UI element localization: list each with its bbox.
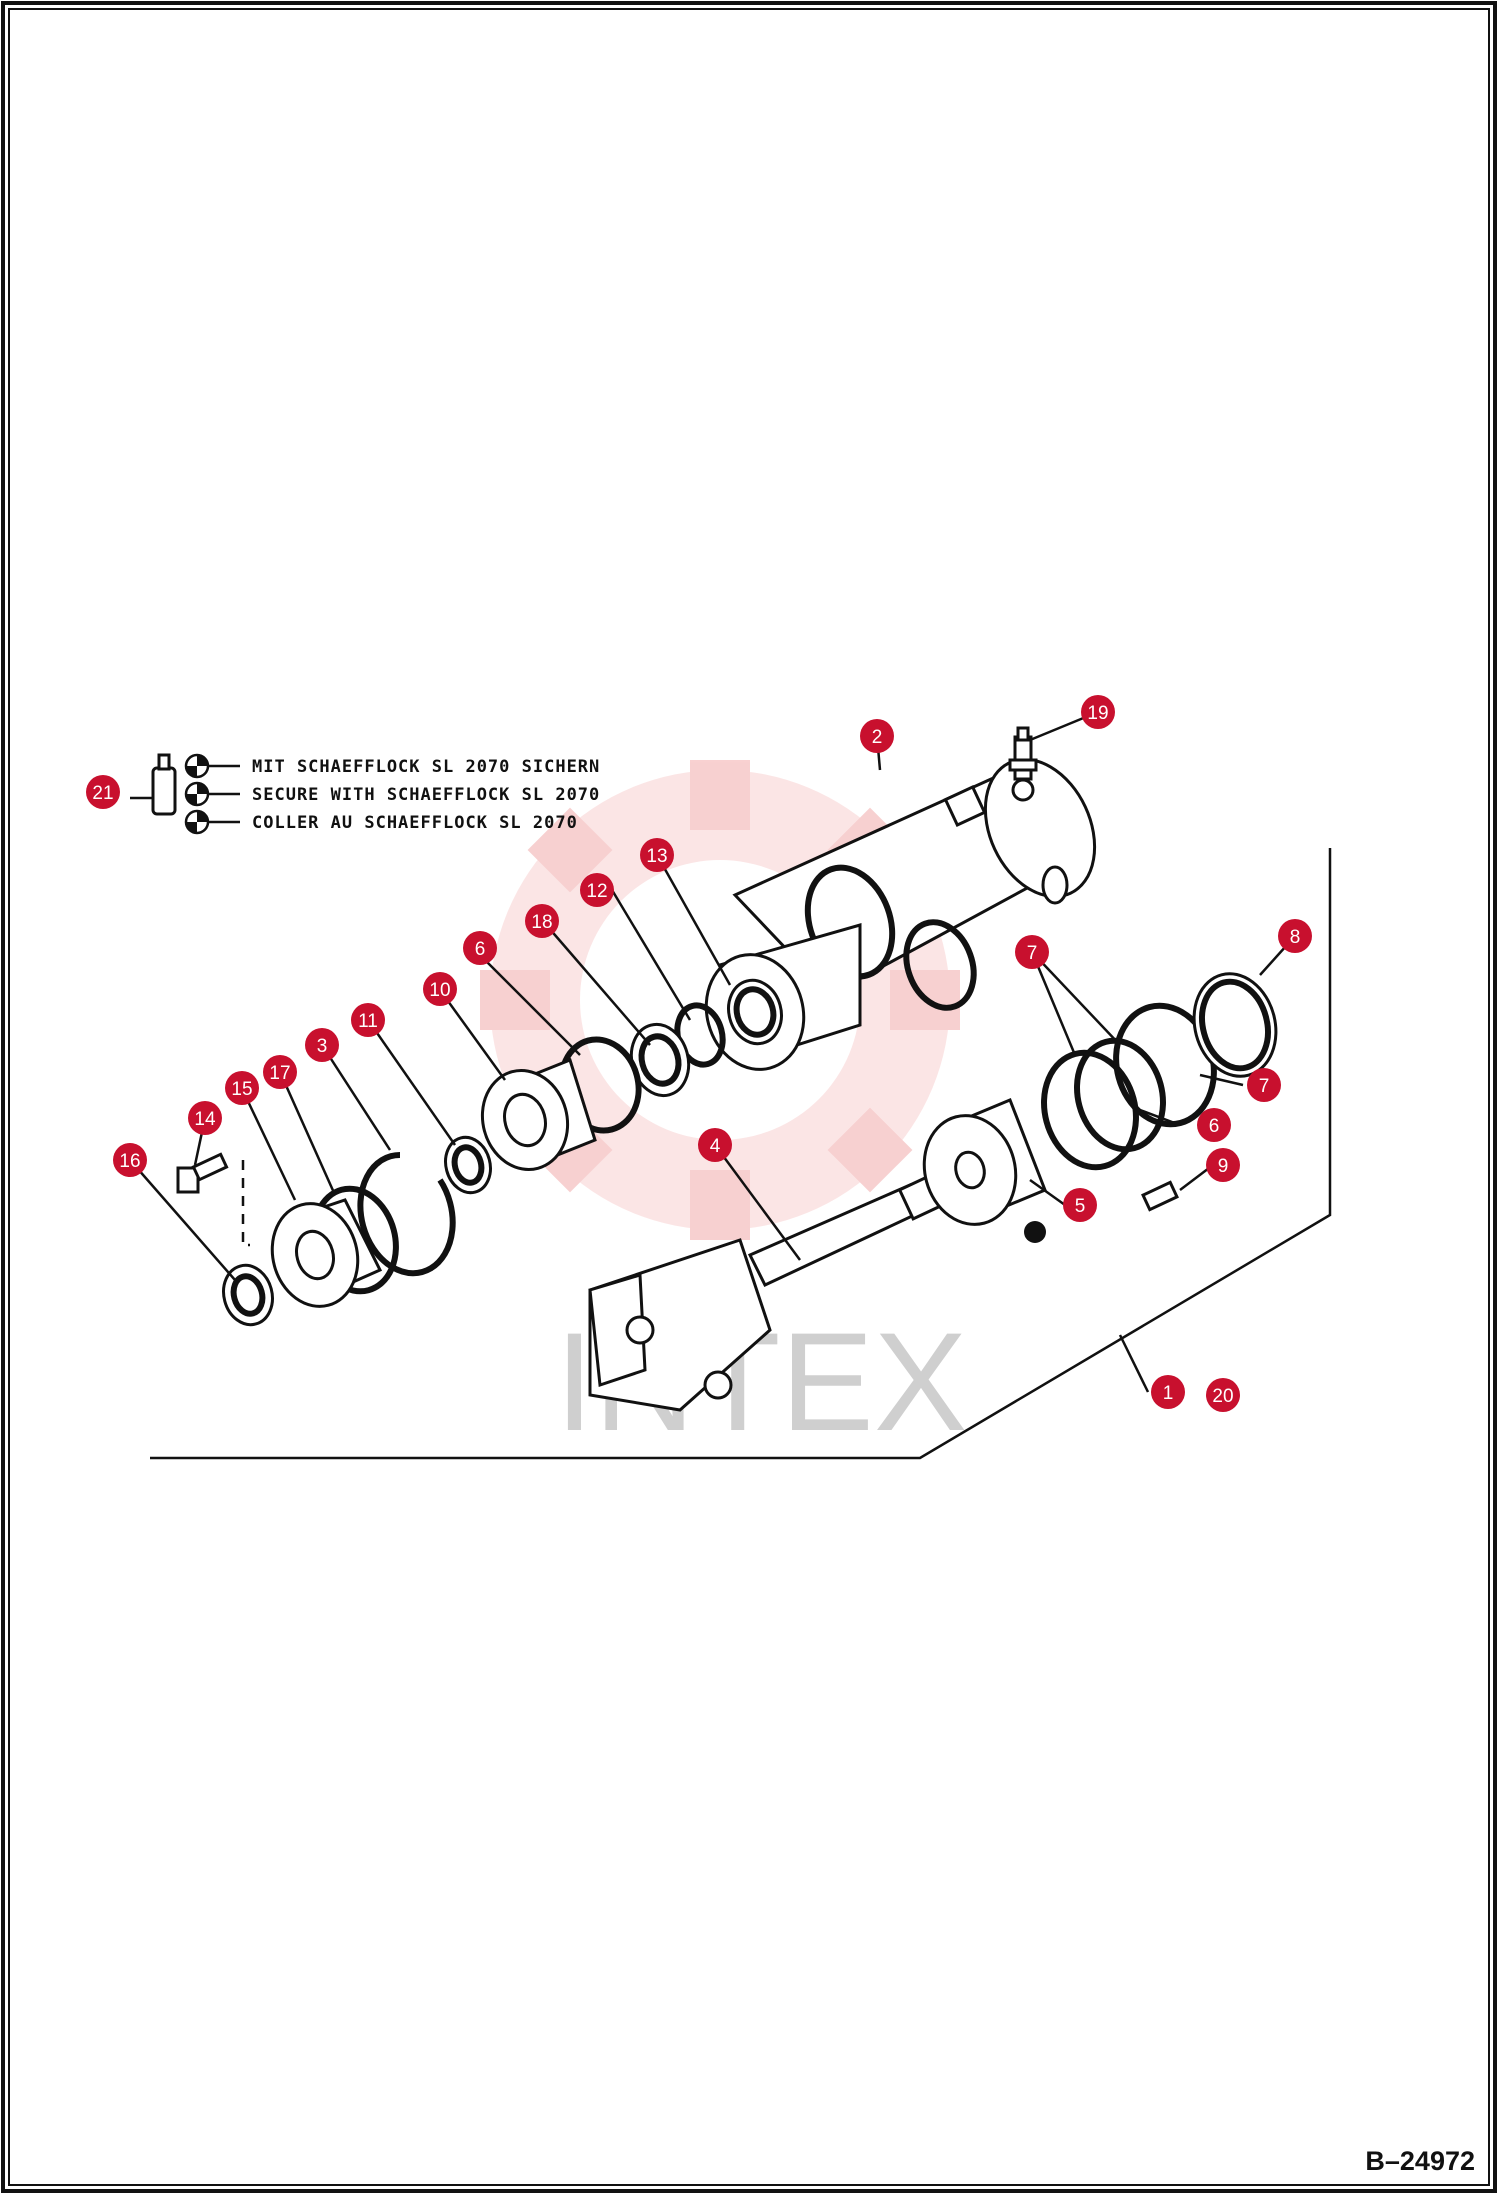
callout-badge — [1206, 1378, 1240, 1412]
callout-label: 2 — [872, 727, 883, 748]
assembly-bracket — [150, 848, 1332, 1460]
legend-text-de: MIT SCHAEFFLOCK SL 2070 SICHERN — [252, 757, 600, 777]
callout-label: 12 — [586, 881, 607, 902]
inner-border — [8, 8, 1490, 2186]
callout-label: 17 — [269, 1063, 290, 1084]
callout-badge — [1081, 695, 1115, 729]
callout-badge — [1151, 1375, 1185, 1409]
callout-c11: 11 — [351, 1003, 385, 1037]
grease-nipple — [1008, 726, 1038, 781]
callout-label: 6 — [1209, 1116, 1220, 1137]
callout-badge — [698, 1128, 732, 1162]
callout-badge — [1247, 1068, 1281, 1102]
callout-c6b: 6 — [1197, 1108, 1231, 1142]
callout-label: 19 — [1087, 703, 1108, 724]
callout-c19: 19 — [1081, 695, 1115, 729]
callout-label: 11 — [358, 1011, 378, 1032]
callout-label: 21 — [92, 783, 113, 804]
callout-c14: 14 — [188, 1101, 222, 1135]
callout-c17: 17 — [263, 1055, 297, 1089]
callout-c7b: 7 — [1247, 1068, 1281, 1102]
callout-label: 15 — [231, 1079, 252, 1100]
callout-badge — [463, 931, 497, 965]
callout-c2: 2 — [860, 719, 894, 753]
callout-badge — [305, 1028, 339, 1062]
callout-c16: 16 — [113, 1143, 147, 1177]
end-cap-15 — [270, 1198, 383, 1308]
callout-badge — [1206, 1148, 1240, 1182]
callout-label: 18 — [531, 912, 552, 933]
callout-c20: 20 — [1206, 1378, 1240, 1412]
callout-badge — [188, 1101, 222, 1135]
callout-label: 9 — [1218, 1156, 1229, 1177]
adhesive-bottle-icon — [151, 766, 177, 816]
callout-badge — [113, 1143, 147, 1177]
callout-badge — [1063, 1188, 1097, 1222]
callout-badge — [525, 904, 559, 938]
bolt-14 — [176, 1152, 229, 1194]
callout-c1: 1 — [1151, 1375, 1185, 1409]
callout-badge — [263, 1055, 297, 1089]
callout-badge — [1278, 919, 1312, 953]
callout-label: 8 — [1290, 927, 1301, 948]
drawing-code: B–24972 — [1365, 2146, 1475, 2176]
callout-label: 7 — [1027, 943, 1038, 964]
piston-rod-4 — [588, 1175, 943, 1412]
callout-badge — [225, 1071, 259, 1105]
set-screw-9 — [1141, 1180, 1179, 1212]
callout-label: 13 — [646, 846, 667, 867]
callout-c12: 12 — [580, 873, 614, 907]
legend: MIT SCHAEFFLOCK SL 2070 SICHERN SECURE W… — [130, 753, 600, 835]
callout-c7a: 7 — [1015, 935, 1049, 969]
legend-text-fr: COLLER AU SCHAEFFLOCK SL 2070 — [252, 813, 578, 833]
callout-label: 4 — [710, 1136, 721, 1157]
callout-label: 6 — [475, 939, 486, 960]
leader-lines — [129, 710, 1296, 1393]
callout-c13: 13 — [640, 838, 674, 872]
callout-badge — [423, 972, 457, 1006]
callout-label: 10 — [429, 980, 450, 1001]
callout-c6a: 6 — [463, 931, 497, 965]
callout-label: 5 — [1075, 1196, 1086, 1217]
legend-text-en: SECURE WITH SCHAEFFLOCK SL 2070 — [252, 785, 600, 805]
callout-c5: 5 — [1063, 1188, 1097, 1222]
callout-label: 14 — [194, 1109, 216, 1130]
callout-badge — [86, 775, 120, 809]
callout-c8: 8 — [1278, 919, 1312, 953]
callout-badge — [1197, 1108, 1231, 1142]
gland-10 — [480, 1058, 597, 1172]
callout-label: 7 — [1259, 1076, 1270, 1097]
callout-c18: 18 — [525, 904, 559, 938]
callout-c3: 3 — [305, 1028, 339, 1062]
callout-c15: 15 — [225, 1071, 259, 1105]
callout-c4: 4 — [698, 1128, 732, 1162]
cylinder-head — [704, 923, 862, 1071]
callout-badge — [351, 1003, 385, 1037]
callout-label: 3 — [317, 1036, 328, 1057]
callout-badge — [640, 838, 674, 872]
callout-c9: 9 — [1206, 1148, 1240, 1182]
callout-label: 1 — [1163, 1383, 1174, 1404]
o-ring-6b — [1074, 1037, 1166, 1153]
callout-label: 20 — [1212, 1386, 1233, 1407]
callout-badge — [1015, 935, 1049, 969]
callout-c21: 21 — [86, 775, 120, 809]
callout-layer: 21 19 2 13 12 18 6 10 11 3 17 15 14 16 4 7 8 7 6 9 5 1 20 — [86, 695, 1312, 1412]
callout-c10: 10 — [423, 972, 457, 1006]
callout-badge — [580, 873, 614, 907]
callout-badge — [860, 719, 894, 753]
callout-label: 16 — [119, 1151, 140, 1172]
